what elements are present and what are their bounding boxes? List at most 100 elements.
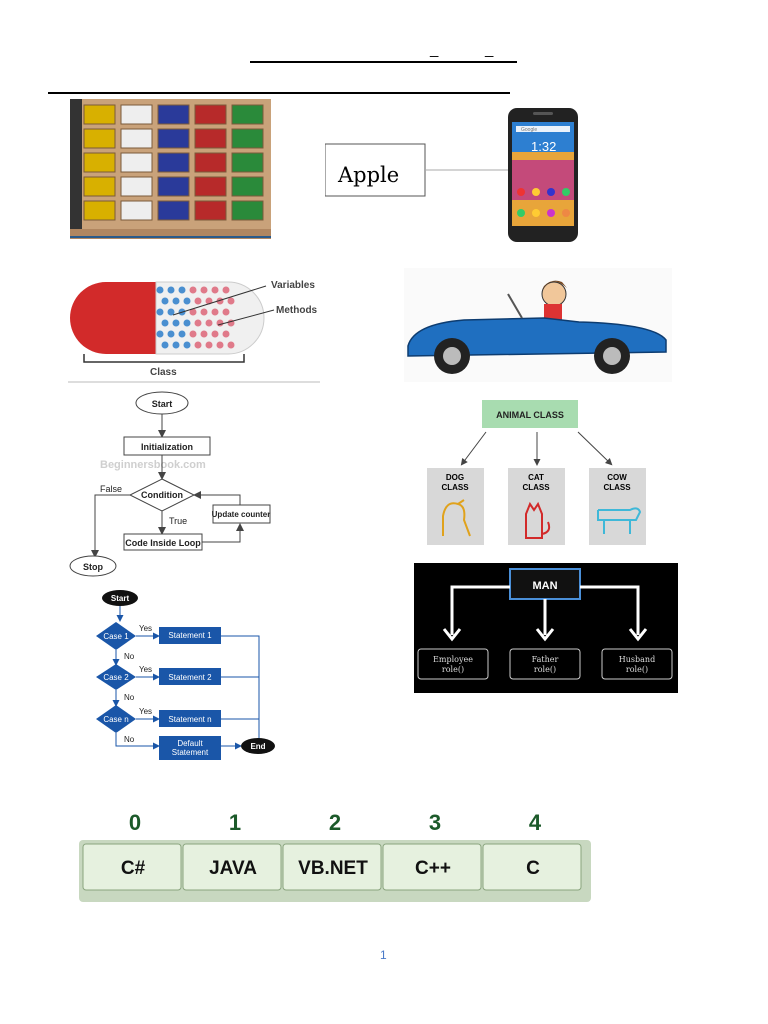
method-dot (227, 341, 235, 349)
method-dot (205, 319, 213, 327)
array-value-4: C (526, 858, 540, 879)
cubby-bin (120, 128, 153, 149)
case-2-no: No (124, 693, 135, 702)
method-dot (194, 319, 202, 327)
cat-class-line1: CAT (528, 473, 544, 482)
variable-dot (161, 297, 169, 305)
method-dot (222, 286, 230, 294)
cubby-bin (194, 200, 227, 221)
case-n-node (96, 705, 136, 733)
cubby-bin (157, 152, 190, 173)
array-cell-1 (182, 843, 282, 891)
array-cell-2 (282, 843, 382, 891)
case-n-yes: Yes (139, 707, 152, 716)
method-dot (200, 286, 208, 294)
array-cell-0 (82, 843, 182, 891)
method-dot (211, 286, 219, 294)
phone-object-panel: Apple Google 1:32 (325, 100, 595, 246)
array-value-1: JAVA (209, 858, 257, 879)
case-1-node (96, 622, 136, 650)
cubby-bin (231, 176, 264, 197)
case-n-no: No (124, 735, 135, 744)
cubby-bin (231, 128, 264, 149)
array-value-3: C++ (415, 858, 451, 879)
cubby-bin (83, 128, 116, 149)
case-2-yes: Yes (139, 665, 152, 674)
cubby-shelf-image (70, 99, 271, 239)
case-n-text: Case n (103, 715, 128, 724)
man-root-text: MAN (532, 580, 557, 592)
father-role-line1: Father (532, 655, 559, 664)
cubby-bin (231, 200, 264, 221)
man-roles-diagram: MAN Employee role() Father role() Husban… (414, 563, 678, 693)
method-dot (216, 319, 224, 327)
animal-class-diagram: ANIMAL CLASS DOG CLASS CAT CLASS COW CLA… (418, 396, 662, 548)
statement-2-text: Statement 2 (168, 673, 212, 682)
default-line1: Default (177, 739, 203, 748)
array-index-0: 0 (129, 810, 141, 835)
header-underscore-2: _ (485, 41, 494, 58)
loop-body-text: Code Inside Loop (125, 538, 201, 548)
array-value-2: VB.NET (298, 858, 368, 879)
loop-update-node (212, 504, 271, 524)
array-value-0: C# (121, 858, 146, 879)
statement-1-text: Statement 1 (168, 631, 212, 640)
cubby-bin (120, 104, 153, 125)
method-dot (222, 330, 230, 338)
variable-dot (172, 341, 180, 349)
method-dot (194, 297, 202, 305)
cubby-bin (157, 104, 190, 125)
case-1-text: Case 1 (103, 632, 129, 641)
switch-end-text: End (250, 742, 265, 751)
cubby-bin (83, 200, 116, 221)
method-dot (189, 330, 197, 338)
cubby-bin (194, 152, 227, 173)
variables-label: Variables (271, 280, 315, 291)
array-index-3: 3 (429, 810, 441, 835)
statement-n-node (159, 710, 221, 727)
cow-class-line2: CLASS (603, 483, 631, 492)
loop-condition-text: Condition (141, 490, 183, 500)
cubby-bin (83, 104, 116, 125)
default-line2: Statement (172, 748, 209, 757)
loop-update-text: Update counter (212, 510, 271, 519)
cat-icon (525, 501, 551, 539)
method-dot (216, 341, 224, 349)
method-dot (200, 308, 208, 316)
cow-icon (597, 507, 642, 534)
cat-class-line2: CLASS (522, 483, 550, 492)
dog-class-line1: DOG (446, 473, 464, 482)
variable-dot (167, 308, 175, 316)
cubby-bin (231, 152, 264, 173)
cubby-bin (120, 176, 153, 197)
array-index-4: 4 (529, 810, 542, 835)
loop-false-label: False (100, 484, 122, 494)
array-cell-4 (482, 843, 582, 891)
animal-root-text: ANIMAL CLASS (496, 410, 564, 420)
cubby-bin (231, 104, 264, 125)
loop-init-node (123, 436, 211, 456)
header-rule-short (250, 61, 517, 63)
employee-role-line2: role() (442, 665, 464, 674)
method-dot (211, 330, 219, 338)
class-capsule-diagram: Variables Methods Class (68, 270, 320, 384)
case-2-node (96, 664, 136, 690)
variable-dot (161, 341, 169, 349)
method-dot (194, 341, 202, 349)
cow-class-box (589, 468, 646, 545)
apple-label-box (325, 143, 426, 197)
variable-dot (167, 286, 175, 294)
variable-dot (172, 297, 180, 305)
dog-class-line2: CLASS (441, 483, 469, 492)
animal-root-box (482, 400, 578, 428)
header-underscore-1: _ (430, 41, 439, 58)
loop-true-label: True (169, 516, 187, 526)
capsule-red-half (70, 282, 156, 354)
husband-role-line1: Husband (619, 655, 655, 664)
switch-start-node (102, 590, 138, 606)
variable-dot (156, 286, 164, 294)
variable-dot (156, 308, 164, 316)
variable-dot (183, 341, 191, 349)
switch-start-text: Start (111, 594, 130, 603)
